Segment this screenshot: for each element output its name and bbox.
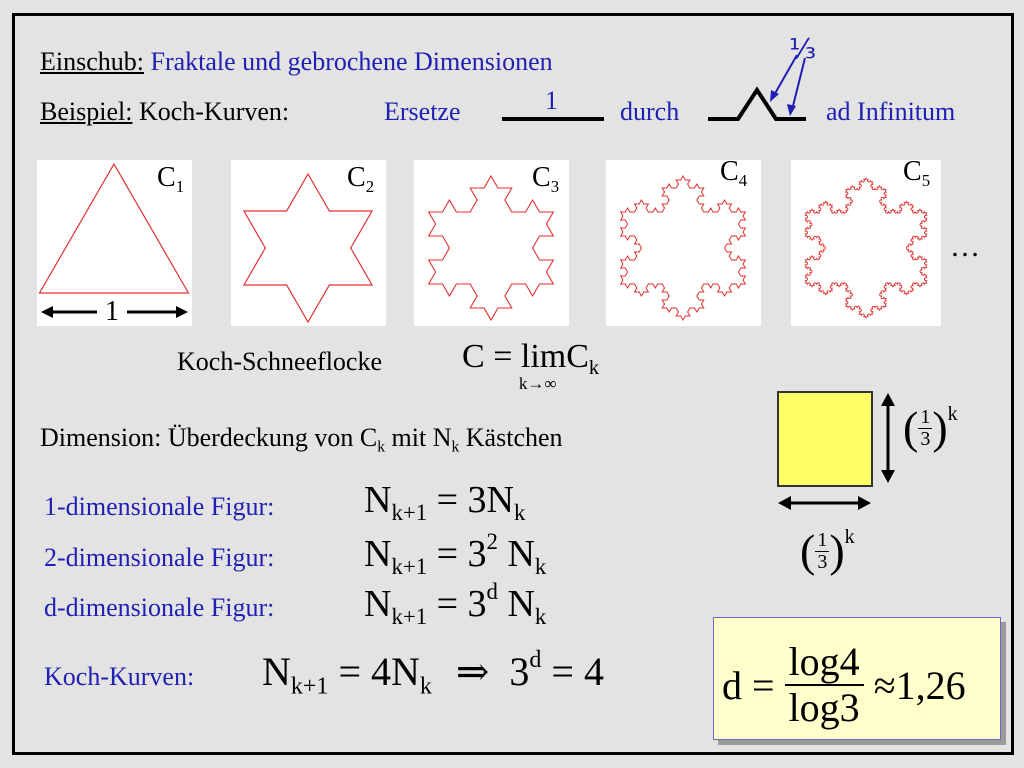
- koch-curves-label: Koch-Kurven:: [44, 662, 195, 691]
- label-c5: C5: [903, 156, 931, 190]
- ersetze-text: Ersetze: [384, 97, 461, 126]
- label-c3: C3: [532, 162, 560, 196]
- row-1d-formula: Nk+1 = 3Nk: [364, 479, 526, 525]
- koch-generator: [708, 86, 806, 121]
- koch-c3: [427, 174, 555, 322]
- row-1d-label: 1-dimensionale Figur:: [44, 492, 275, 521]
- panel-c1: C1 1: [37, 160, 192, 327]
- arrow-to-peak: [772, 54, 798, 98]
- beispiel-line: Beispiel: Koch-Kurven:: [40, 97, 289, 127]
- panel-c2: C2: [231, 160, 386, 326]
- arrow-head: [770, 90, 779, 102]
- ad-infinitum-text: ad Infinitum: [826, 97, 956, 126]
- arrow-to-segment: [791, 57, 806, 111]
- row-2d-formula: Nk+1 = 32 Nk: [364, 529, 547, 580]
- snowflake-label: Koch-Schneeflocke: [177, 347, 383, 376]
- panel-c4: C4: [606, 156, 761, 326]
- einschub-label: Einschub:: [40, 47, 144, 76]
- width-label: 1: [105, 296, 119, 327]
- result-formula: d = log4 log3 ≈1,26: [722, 639, 966, 730]
- row-dd-formula: Nk+1 = 3d Nk: [364, 579, 547, 630]
- width-arrow: [41, 306, 188, 318]
- einschub-title: Fraktale und gebrochene Dimensionen: [150, 47, 553, 76]
- label-c2: C2: [347, 162, 375, 196]
- einschub-line: Einschub: Fraktale und gebrochene Dimens…: [40, 47, 553, 77]
- label-c1: C1: [157, 162, 185, 196]
- label-c4: C4: [720, 156, 748, 190]
- durch-text: durch: [620, 97, 680, 126]
- beispiel-label: Beispiel:: [40, 97, 133, 126]
- koch-c5: [804, 177, 928, 319]
- result-box: d = log4 log3 ≈1,26: [713, 617, 1001, 740]
- beispiel-text: Koch-Kurven:: [138, 97, 290, 126]
- snowflake-formula: C = lim k→∞ Ck: [462, 338, 600, 393]
- koch-formula: Nk+1 = 4Nk ⇒ 3d = 4: [262, 647, 604, 700]
- covering-square: [777, 391, 873, 487]
- dimension-line: Dimension: Überdeckung von Ck mit Nk Käs…: [40, 423, 563, 456]
- arrow-head: [787, 104, 796, 116]
- row-2d-label: 2-dimensionale Figur:: [44, 543, 275, 572]
- koch-c1: [38, 162, 190, 294]
- koch-c4: [619, 175, 747, 321]
- panel-c3: C3: [414, 160, 569, 326]
- panel-c5: C5: [791, 156, 941, 326]
- ellipsis: …: [950, 230, 980, 263]
- segment-length-label: 1: [545, 86, 558, 115]
- koch-c2: [242, 172, 374, 324]
- row-dd-label: d-dimensionale Figur:: [44, 593, 275, 622]
